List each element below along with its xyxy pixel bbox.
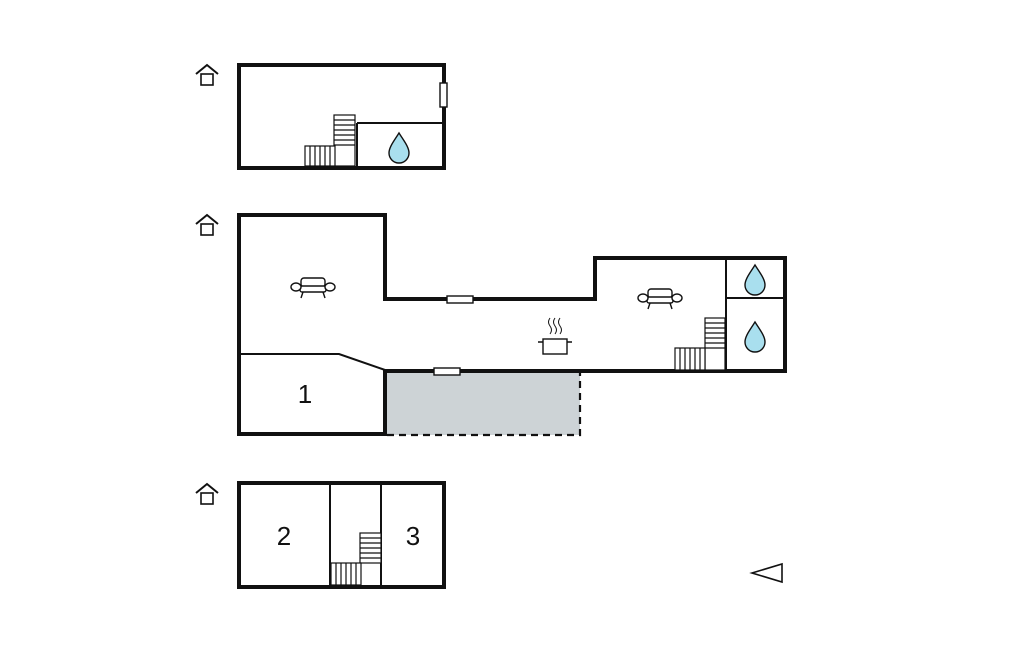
sofa-icon [637, 288, 683, 310]
room-label-3: 3 [406, 521, 420, 551]
water-drop-icon [744, 264, 766, 296]
house-level-upper-icon [195, 64, 219, 86]
house-level-ground-icon [195, 214, 219, 236]
stairs-icon [304, 114, 356, 167]
window-icon [446, 295, 474, 304]
room-label-1: 1 [298, 379, 312, 409]
window-icon [433, 367, 461, 376]
ground-floor: 1 [237, 213, 787, 437]
window-icon [439, 82, 448, 108]
water-drop-icon [744, 321, 766, 353]
lower-floor: 2 3 [237, 481, 446, 589]
upper-floor [237, 63, 448, 170]
water-drop-icon [388, 132, 410, 164]
direction-arrow-icon [749, 562, 783, 584]
terrace-area [387, 372, 580, 435]
stairs-icon [674, 317, 726, 371]
room-label-2: 2 [277, 521, 291, 551]
house-level-lower-icon [195, 483, 219, 505]
sofa-icon [290, 277, 336, 299]
stairs-icon [330, 532, 382, 586]
kitchen-pot-icon [538, 317, 572, 355]
